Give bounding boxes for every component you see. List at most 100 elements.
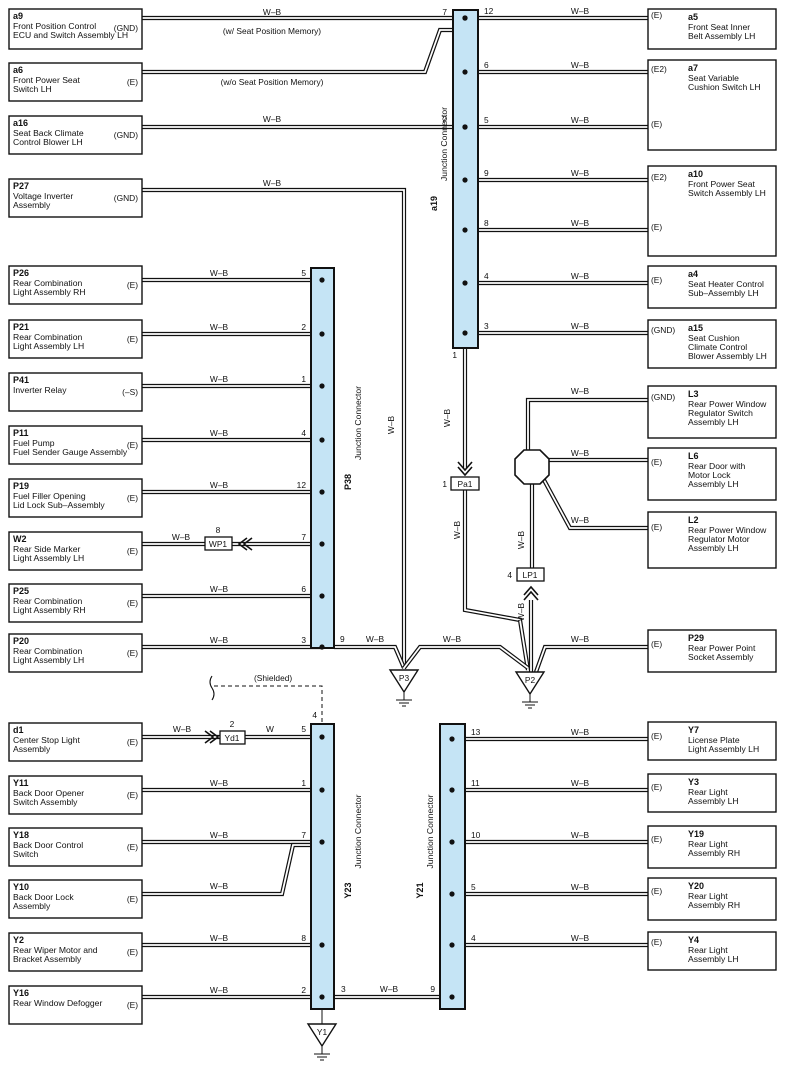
component-name: Control Blower LH xyxy=(13,137,83,147)
shield-mark xyxy=(209,675,215,701)
splice-dot-p38 xyxy=(319,541,325,547)
splice-dot xyxy=(449,891,455,897)
pin-label: 4 xyxy=(484,271,489,281)
component-name: Seat Cushion xyxy=(688,333,740,343)
component-code: Y16 xyxy=(13,988,29,998)
component-box-L6 xyxy=(647,447,777,501)
junction-code: a19 xyxy=(429,196,439,211)
component-name: Switch xyxy=(13,849,39,859)
wire-a19-right-label: W–B xyxy=(571,168,590,178)
wire-p38-9 xyxy=(334,644,406,669)
component-name: Blower Assembly LH xyxy=(688,351,767,361)
wire-p29-label: W–B xyxy=(571,634,590,644)
component-name: Assembly LH xyxy=(688,543,739,553)
component-pin: (E) xyxy=(127,894,138,904)
component-code: a6 xyxy=(13,65,23,75)
junction-code: Y23 xyxy=(343,882,353,898)
component-name: Back Door Control xyxy=(13,840,83,850)
component-code: P27 xyxy=(13,181,29,191)
component-pin: (E) xyxy=(127,598,138,608)
wire-a19-right-label: W–B xyxy=(571,321,590,331)
component-box-P25 xyxy=(8,583,143,623)
pin-label: 4 xyxy=(312,710,317,720)
pin-label: 5 xyxy=(301,268,306,278)
component-pin: (E) xyxy=(651,782,662,792)
splice-dot-p38 xyxy=(319,593,325,599)
splice-dot-a19 xyxy=(462,177,468,183)
wire-p29 xyxy=(534,644,648,673)
component-box-P20 xyxy=(8,633,143,673)
wire-y21-label: W–B xyxy=(571,933,590,943)
component-code: Y18 xyxy=(13,830,29,840)
wire-y23-y21-label: W–B xyxy=(380,984,399,994)
ground-label: P3 xyxy=(399,673,410,683)
pin-label: 8 xyxy=(216,525,221,535)
component-code: L6 xyxy=(688,451,699,461)
wire-p3-p2-label: W–B xyxy=(443,634,462,644)
ground-y1 xyxy=(306,1023,338,1048)
pin-label: 9 xyxy=(484,168,489,178)
pin-label: 2 xyxy=(442,114,447,124)
component-name: Lid Lock Sub–Assembly xyxy=(13,500,105,510)
wire-pa1-p2-core xyxy=(464,490,529,671)
component-code: Y7 xyxy=(688,725,699,735)
component-pin: (E2) xyxy=(651,64,667,74)
ground-p2 xyxy=(514,671,546,696)
component-code: P41 xyxy=(13,375,29,385)
splice-dot xyxy=(449,736,455,742)
component-pin: (E) xyxy=(651,457,662,467)
component-box-Y10 xyxy=(8,879,143,919)
pin-label: 12 xyxy=(484,6,494,16)
pin-label: 4 xyxy=(301,428,306,438)
ground-label: P2 xyxy=(525,675,536,685)
component-name: Rear Door with xyxy=(688,461,746,471)
wire-p27-core xyxy=(142,189,405,668)
component-name: Voltage Inverter xyxy=(13,191,73,201)
component-name: Assembly RH xyxy=(688,848,740,858)
wire-a6-core xyxy=(142,29,462,73)
component-name: Belt Assembly LH xyxy=(688,31,755,41)
splice-dot-p38 xyxy=(319,277,325,283)
component-name: Rear Wiper Motor and xyxy=(13,945,98,955)
junction-code: P38 xyxy=(343,474,353,490)
wire-y10-core xyxy=(142,844,322,895)
inline-connector-label: LP1 xyxy=(523,570,538,580)
splice-dot-p38 xyxy=(319,644,325,650)
component-name: Switch LH xyxy=(13,84,52,94)
pin-label: 7 xyxy=(301,830,306,840)
wire-a19-right-label: W–B xyxy=(571,6,590,16)
wire-p3-p2 xyxy=(402,644,530,670)
component-name: Seat Heater Control xyxy=(688,279,764,289)
junction-code: Y21 xyxy=(415,882,425,898)
pin-label: 8 xyxy=(484,218,489,228)
junction-connector-y21 xyxy=(439,723,466,1010)
inline-connector-lp1 xyxy=(516,567,545,582)
component-code: a7 xyxy=(688,63,698,73)
shielded-line xyxy=(214,685,323,724)
splice-dot-a19 xyxy=(462,227,468,233)
pin-label: 6 xyxy=(301,584,306,594)
inline-connector-wp1 xyxy=(204,536,233,551)
component-pin: (GND) xyxy=(114,130,138,140)
splice-dot xyxy=(449,787,455,793)
wire-y21-label: W–B xyxy=(571,778,590,788)
inline-connector-label: Pa1 xyxy=(458,479,473,489)
pin-label: 2 xyxy=(230,719,235,729)
component-pin: (E) xyxy=(651,639,662,649)
component-name: Rear Combination xyxy=(13,278,82,288)
splice-dot xyxy=(462,124,468,130)
pin-label: 8 xyxy=(301,933,306,943)
component-code: Y10 xyxy=(13,882,29,892)
component-name: Inverter Relay xyxy=(13,385,67,395)
component-name: Sub–Assembly LH xyxy=(688,288,759,298)
component-code: Y3 xyxy=(688,777,699,787)
pin-label: 1 xyxy=(442,479,447,489)
component-name: Front Power Seat xyxy=(688,179,755,189)
component-code: a9 xyxy=(13,11,23,21)
component-name: Rear Combination xyxy=(13,596,82,606)
splice-dot-a19 xyxy=(462,280,468,286)
wire-color-label: W xyxy=(266,724,274,734)
ground-p3 xyxy=(388,669,420,694)
wire-a19-right-label: W–B xyxy=(571,115,590,125)
